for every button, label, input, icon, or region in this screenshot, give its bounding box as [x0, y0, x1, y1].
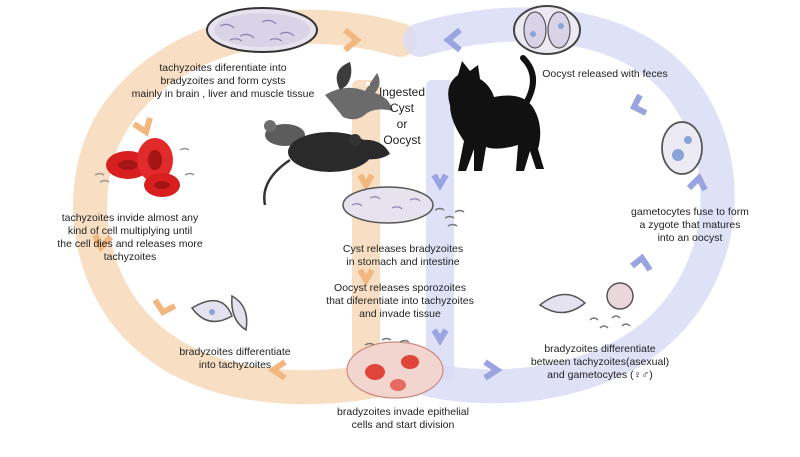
epithelial-cells-icon — [346, 337, 444, 399]
ruptured-cyst-icon — [342, 186, 465, 227]
label-oocyst-sporozoites: Oocyst releases sporozoites that diferen… — [326, 282, 474, 320]
bradyzoite-icon — [190, 294, 248, 332]
label-tachyzoite-invasion: tachyzoites invide almost any kind of ce… — [57, 212, 203, 263]
label-epithelial: bradyzoites invade epithelial cells and … — [337, 406, 469, 431]
label-cyst-releases: Cyst releases bradyzoites in stomach and… — [342, 243, 464, 268]
gametocyte-icon — [538, 282, 634, 329]
left-arrow-chevrons — [92, 27, 375, 381]
red-blood-cells-icon — [94, 138, 195, 197]
zygote-icon — [661, 121, 703, 175]
label-ingested-cyst-or-oocyst: Ingested Cyst or Oocyst — [378, 85, 426, 147]
bird-icon — [325, 62, 393, 120]
cyst-icon — [206, 7, 318, 53]
label-gametocytes-fuse: gametocytes fuse to form a zygote that m… — [631, 206, 749, 244]
label-brady-to-tachy: bradyzoites differentiate into tachyzoit… — [179, 346, 291, 371]
label-brady-between: bradyzoites differentiate between tachyz… — [530, 343, 670, 381]
right-arrow-chevrons — [431, 27, 708, 381]
rat-icon — [263, 132, 390, 206]
cat-icon — [448, 55, 544, 171]
label-oocyst-released: Oocyst released with feces — [542, 68, 668, 80]
label-cyst-formation: tachyzoites diferentiate into bradyzoite… — [131, 62, 315, 100]
oocyst-icon — [513, 5, 581, 55]
center-right-channel — [426, 80, 454, 380]
